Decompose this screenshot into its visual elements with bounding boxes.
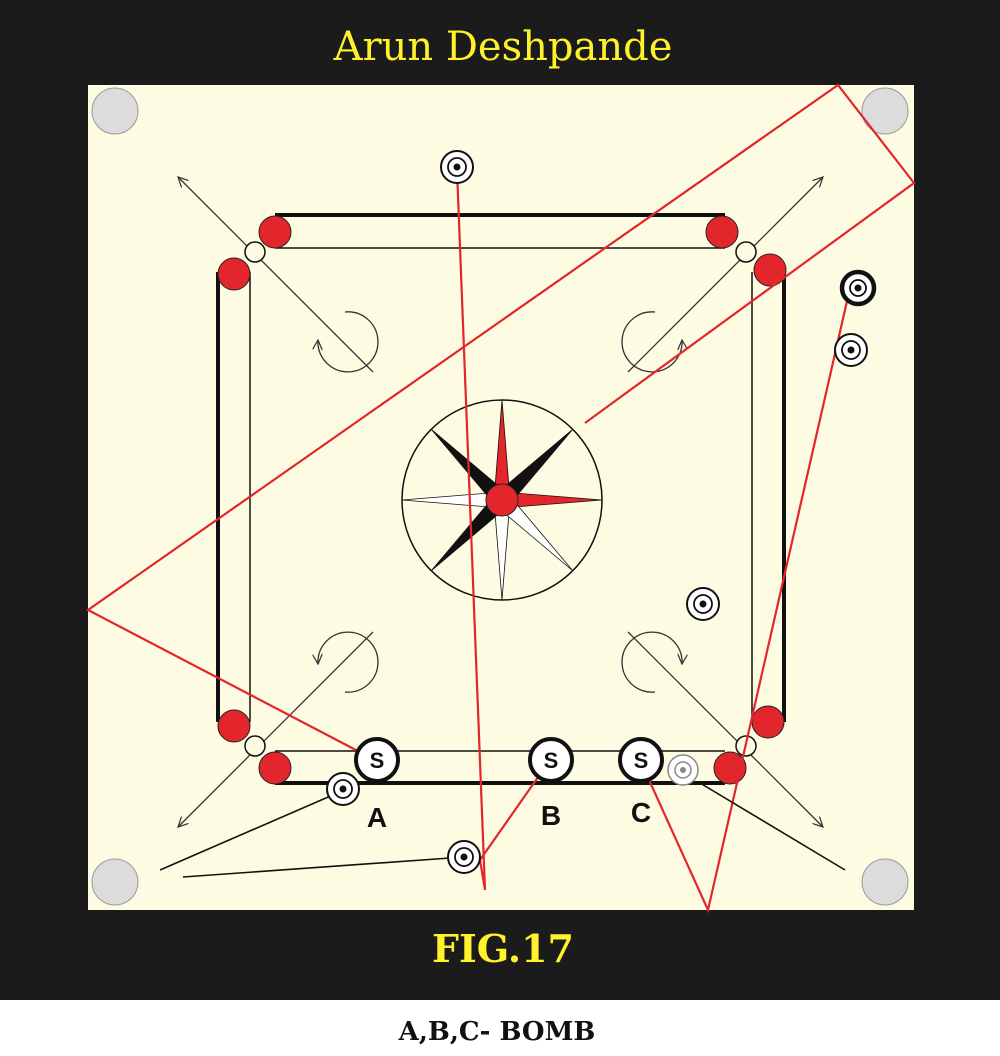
carrom-man bbox=[834, 333, 868, 367]
carrom-man bbox=[440, 150, 474, 184]
carrom-men bbox=[326, 150, 877, 874]
caption: A,B,C- BOMB bbox=[398, 1017, 596, 1047]
shot-path-b bbox=[455, 169, 551, 891]
arrow-top-right-icon bbox=[627, 177, 823, 373]
striker-c-glyph: S bbox=[634, 748, 649, 773]
baseline-red-circles bbox=[217, 215, 787, 785]
arrow-bottom-right-icon bbox=[627, 631, 823, 827]
pocket-bottom-left bbox=[91, 858, 139, 906]
baseline-corner-circle bbox=[244, 241, 266, 263]
curved-arrow-bottom-left-icon bbox=[318, 631, 379, 693]
red-circle bbox=[217, 709, 251, 743]
pocket-top-left bbox=[91, 87, 139, 135]
cue-line bbox=[182, 856, 465, 878]
baseline-corner-circle bbox=[244, 735, 266, 757]
cue-lines bbox=[159, 782, 846, 878]
red-circle bbox=[258, 215, 292, 249]
carrom-man bbox=[839, 269, 877, 307]
baseline-corner-circle bbox=[735, 241, 757, 263]
carrom-man-faded bbox=[667, 754, 699, 786]
red-circle bbox=[258, 751, 292, 785]
red-circle bbox=[217, 257, 251, 291]
carrom-man bbox=[447, 840, 481, 874]
center-red-circle bbox=[485, 483, 519, 517]
label-a: A bbox=[367, 802, 387, 833]
pocket-bottom-right bbox=[861, 858, 909, 906]
striker-b-glyph: S bbox=[544, 748, 559, 773]
figure-label: FIG.17 bbox=[432, 926, 574, 971]
striker-a-glyph: S bbox=[370, 748, 385, 773]
author-title: Arun Deshpande bbox=[333, 24, 673, 70]
arrow-top-left-icon bbox=[178, 177, 374, 373]
striker-b: S bbox=[528, 737, 574, 783]
pocket-top-right bbox=[861, 87, 909, 135]
arrow-bottom-left-icon bbox=[178, 631, 374, 827]
curved-arrow-top-right-icon bbox=[621, 311, 682, 373]
carrom-man bbox=[686, 587, 720, 621]
curved-arrow-bottom-right-icon bbox=[621, 631, 682, 693]
red-circle bbox=[751, 705, 785, 739]
red-circle bbox=[753, 253, 787, 287]
cue-line bbox=[699, 782, 846, 871]
shot-paths bbox=[85, 83, 916, 914]
shot-path-c bbox=[638, 287, 852, 914]
cue-line bbox=[159, 790, 343, 871]
rotation-arrows bbox=[318, 311, 682, 693]
corner-pockets bbox=[91, 87, 909, 906]
center-star bbox=[401, 399, 603, 601]
label-c: C bbox=[631, 797, 651, 828]
baseline-corner-circles bbox=[244, 241, 757, 757]
striker-a: S bbox=[354, 737, 400, 783]
carrom-man bbox=[326, 772, 360, 806]
shot-path-a bbox=[85, 83, 916, 761]
red-circle bbox=[705, 215, 739, 249]
label-b: B bbox=[541, 800, 561, 831]
curved-arrow-top-left-icon bbox=[318, 311, 379, 373]
striker-c: S bbox=[618, 737, 664, 783]
diagonal-arrows bbox=[178, 177, 823, 827]
